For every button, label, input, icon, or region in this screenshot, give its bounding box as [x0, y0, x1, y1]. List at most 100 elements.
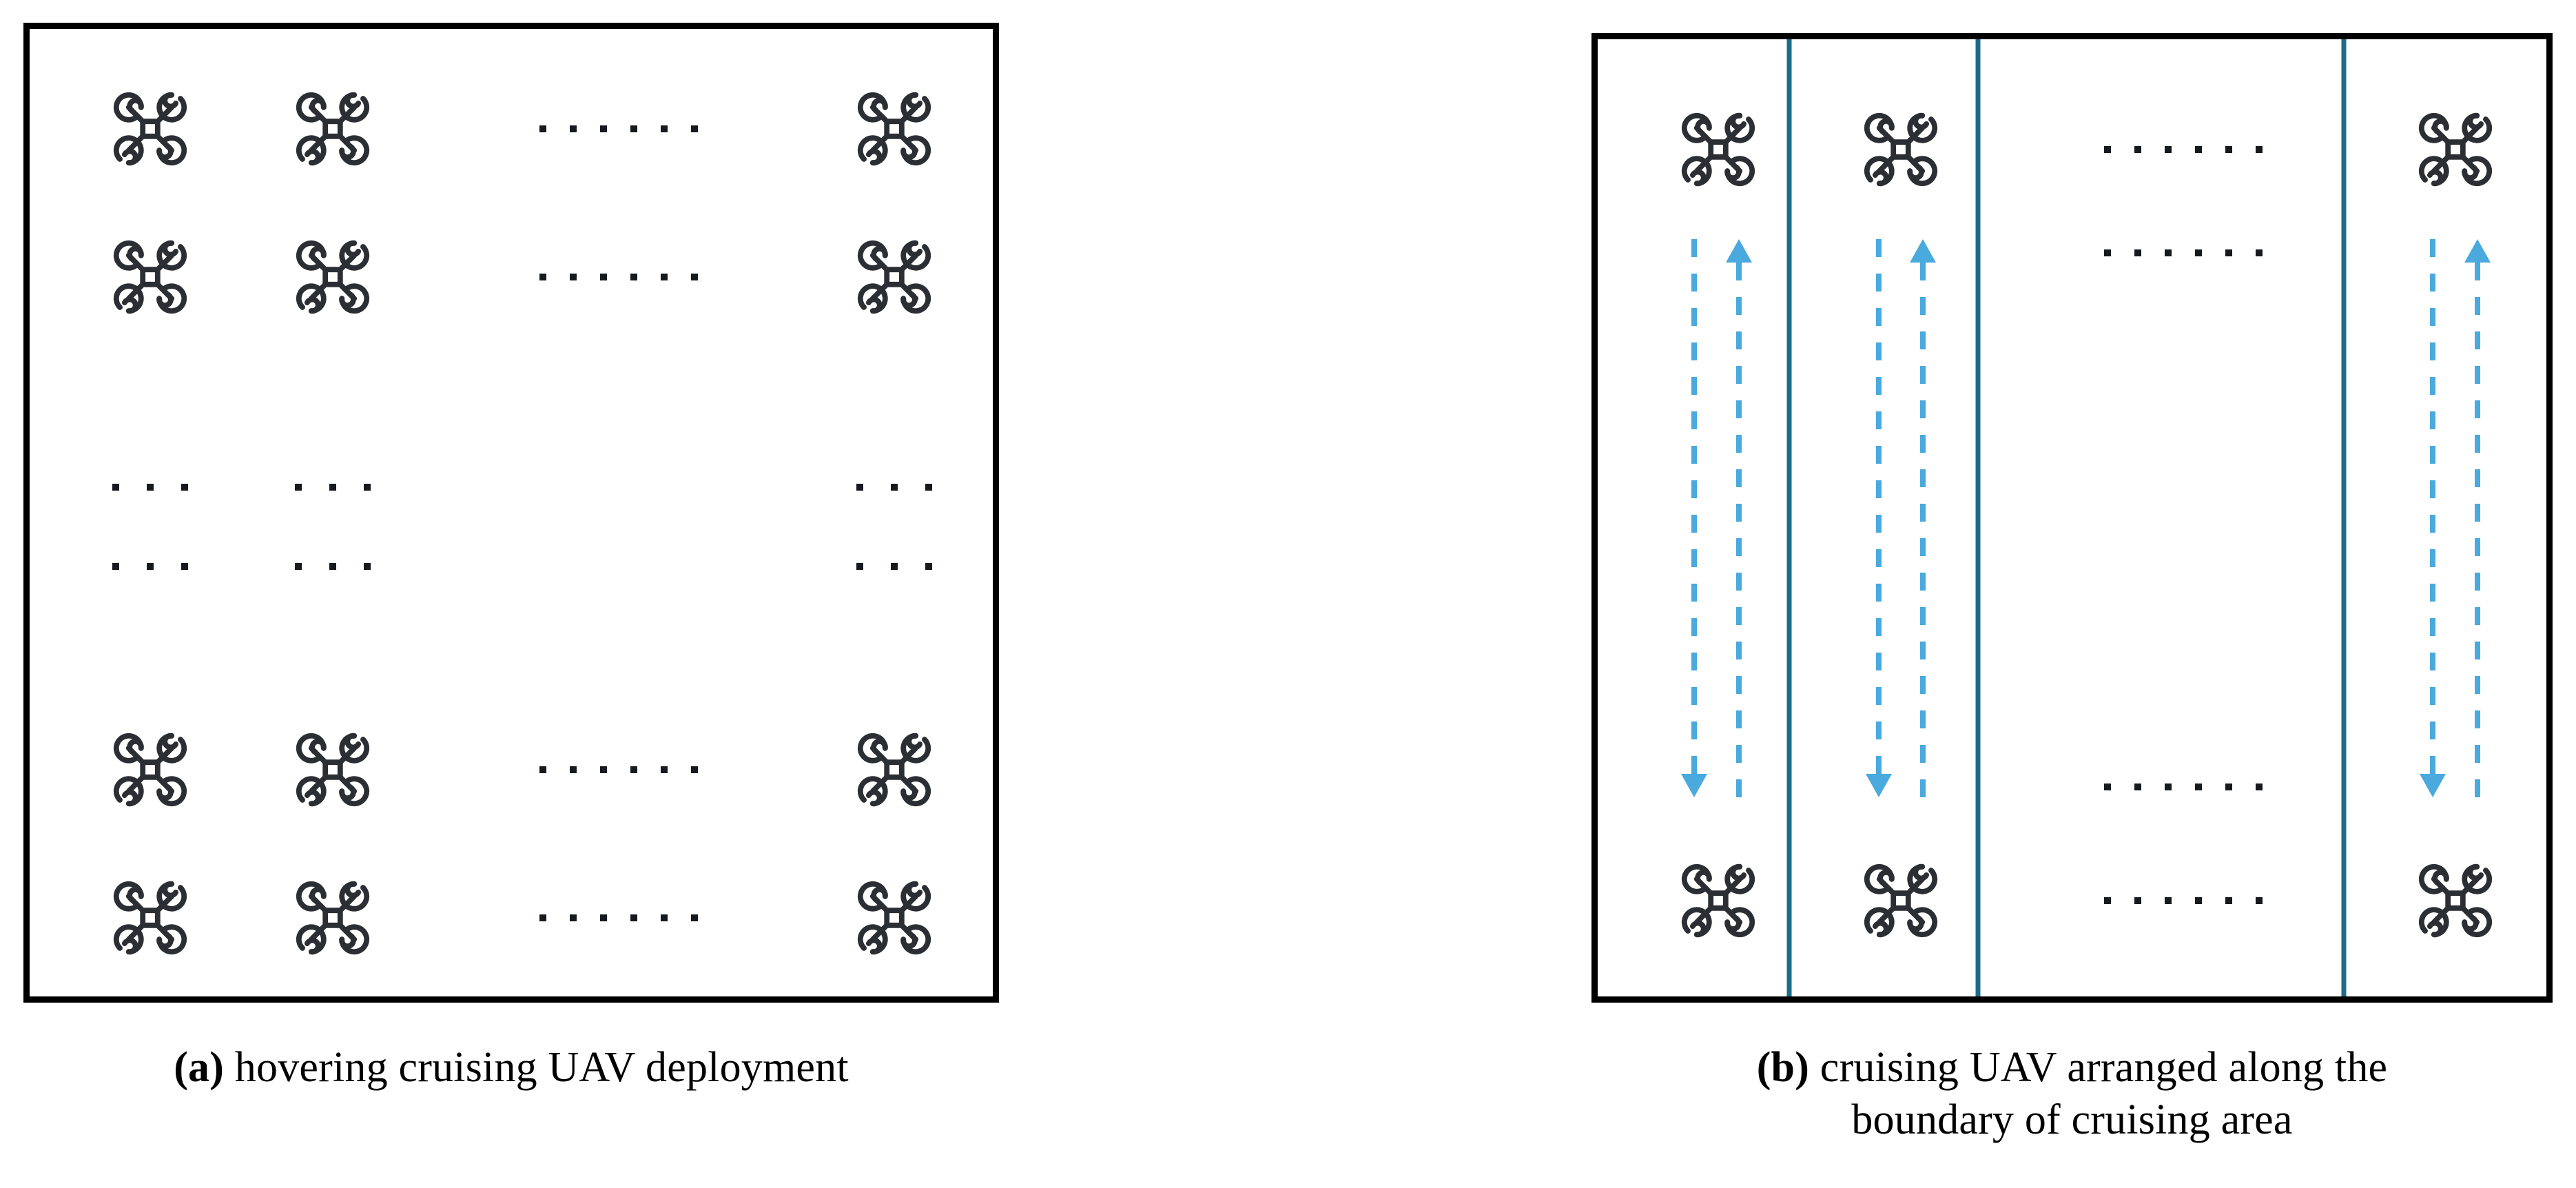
ellipsis-dot: [2256, 249, 2263, 256]
ellipsis-dot: [112, 484, 119, 491]
quadcopter-drone-icon-1: [109, 88, 192, 170]
col-1-ellipsis-lower-icon: [281, 563, 384, 570]
quadcopter-drone-icon-11: [291, 877, 374, 959]
quadcopter-drone-icon-9: [853, 728, 936, 811]
flight-path-up-2-icon: [1909, 239, 1937, 797]
ellipsis-dot: [2256, 897, 2263, 904]
ellipsis-dot: [2225, 897, 2232, 904]
row-0-ellipsis-icon: [2092, 146, 2274, 153]
ellipsis-dot: [691, 766, 698, 773]
ellipsis-dot: [2195, 249, 2202, 256]
panel-b-boundary-deployment: [1591, 33, 2553, 1003]
ellipsis-dot: [691, 125, 698, 132]
ellipsis-dot: [570, 914, 577, 921]
cruising-boundary-line-1: [1786, 39, 1792, 996]
panel-b-frame: [1591, 33, 2553, 1003]
panel-b-caption: (b) cruising UAV arranged along the bound…: [1591, 1042, 2553, 1146]
quadcopter-drone-icon-5: [291, 236, 374, 318]
row-0-ellipsis-icon: [528, 125, 710, 132]
quadcopter-drone-icon-1: [1677, 108, 1760, 191]
quadcopter-drone-icon-6: [853, 236, 936, 318]
ellipsis-dot: [891, 563, 898, 570]
ellipsis-dot: [2134, 249, 2141, 256]
flight-path-up-3-icon: [2464, 239, 2491, 797]
ellipsis-dot: [630, 914, 637, 921]
ellipsis-dot: [925, 563, 932, 570]
ellipsis-dot: [600, 766, 607, 773]
quadcopter-drone-icon-5: [1859, 859, 1942, 942]
panel-a-content: [30, 29, 993, 996]
ellipsis-dot: [891, 484, 898, 491]
ellipsis-dot: [147, 484, 154, 491]
ellipsis-dot: [329, 563, 336, 570]
quadcopter-drone-icon-6: [2414, 859, 2497, 942]
ellipsis-dot: [2134, 784, 2141, 790]
quadcopter-drone-icon-12: [853, 877, 936, 959]
quadcopter-drone-icon-3: [2414, 108, 2497, 191]
ellipsis-dot: [2134, 897, 2141, 904]
ellipsis-dot: [539, 125, 546, 132]
ellipsis-dot: [661, 274, 668, 280]
ellipsis-dot: [295, 484, 302, 491]
ellipsis-dot: [2104, 249, 2111, 256]
row-2-ellipsis-icon: [2092, 784, 2274, 790]
ellipsis-dot: [147, 563, 154, 570]
ellipsis-dot: [630, 125, 637, 132]
panel-a-frame: [23, 23, 999, 1003]
col-3-ellipsis-upper-icon: [843, 484, 946, 491]
flight-path-down-2-icon: [1865, 239, 1893, 797]
flight-path-up-1-icon: [1725, 239, 1753, 797]
caption-line-1: (a) hovering cruising UAV deployment: [174, 1044, 849, 1091]
ellipsis-dot: [630, 766, 637, 773]
ellipsis-dot: [539, 766, 546, 773]
row-3-ellipsis-icon: [528, 914, 710, 921]
flight-path-down-3-icon: [2419, 239, 2446, 797]
ellipsis-dot: [661, 125, 668, 132]
ellipsis-dot: [181, 563, 188, 570]
caption-label: (a): [174, 1044, 225, 1091]
ellipsis-dot: [112, 563, 119, 570]
quadcopter-drone-icon-8: [291, 728, 374, 811]
ellipsis-dot: [856, 563, 863, 570]
ellipsis-dot: [181, 484, 188, 491]
ellipsis-dot: [2225, 784, 2232, 790]
ellipsis-dot: [364, 484, 371, 491]
ellipsis-dot: [925, 484, 932, 491]
ellipsis-dot: [2104, 897, 2111, 904]
ellipsis-dot: [2165, 249, 2172, 256]
quadcopter-drone-icon-3: [853, 88, 936, 170]
col-0-ellipsis-lower-icon: [99, 563, 202, 570]
ellipsis-dot: [600, 125, 607, 132]
ellipsis-dot: [570, 274, 577, 280]
col-1-ellipsis-upper-icon: [281, 484, 384, 491]
ellipsis-dot: [2195, 146, 2202, 153]
ellipsis-dot: [661, 766, 668, 773]
quadcopter-drone-icon-2: [291, 88, 374, 170]
caption-line-1: (b) cruising UAV arranged along the: [1756, 1044, 2388, 1091]
ellipsis-dot: [2104, 146, 2111, 153]
cruising-boundary-line-3: [2341, 39, 2347, 996]
ellipsis-dot: [570, 766, 577, 773]
col-0-ellipsis-upper-icon: [99, 484, 202, 491]
ellipsis-dot: [2195, 784, 2202, 790]
ellipsis-dot: [600, 914, 607, 921]
ellipsis-dot: [630, 274, 637, 280]
ellipsis-dot: [2165, 784, 2172, 790]
caption-line-2: boundary of cruising area: [1851, 1096, 2293, 1143]
ellipsis-dot: [2165, 897, 2172, 904]
cruising-boundary-line-2: [1975, 39, 1981, 996]
ellipsis-dot: [570, 125, 577, 132]
panel-b-content: [1598, 39, 2546, 996]
quadcopter-drone-icon-7: [109, 728, 192, 811]
ellipsis-dot: [2195, 897, 2202, 904]
quadcopter-drone-icon-4: [1677, 859, 1760, 942]
ellipsis-dot: [329, 484, 336, 491]
row-3-ellipsis-icon: [2092, 897, 2274, 904]
ellipsis-dot: [600, 274, 607, 280]
ellipsis-dot: [2104, 784, 2111, 790]
ellipsis-dot: [856, 484, 863, 491]
ellipsis-dot: [2225, 146, 2232, 153]
flight-path-down-1-icon: [1680, 239, 1708, 797]
row-1-ellipsis-icon: [528, 274, 710, 280]
